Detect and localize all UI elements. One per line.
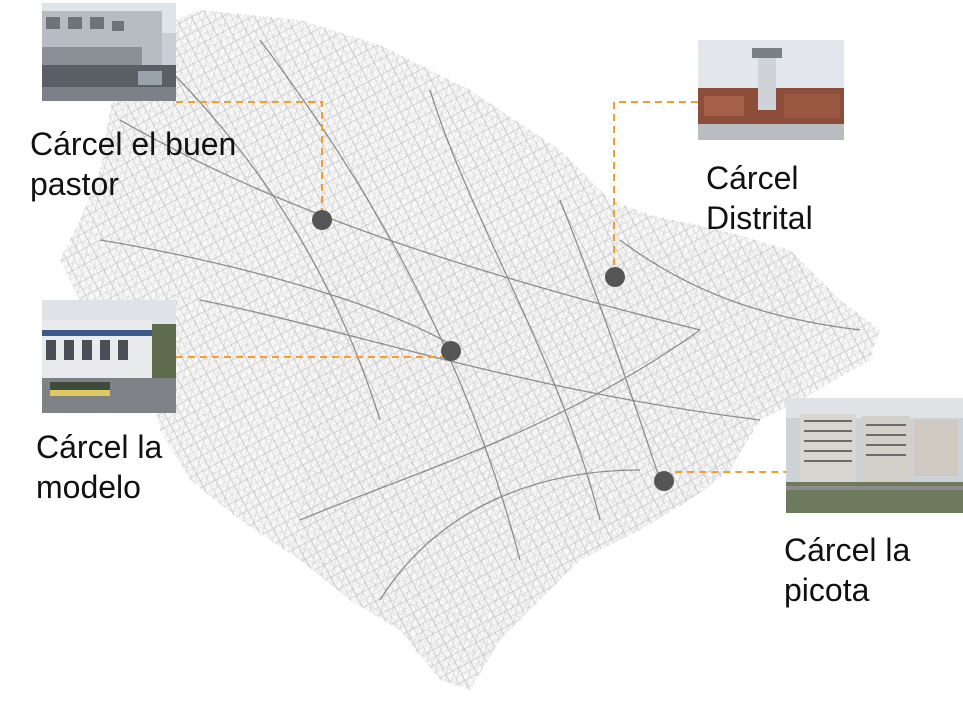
label-picota-line-1: Cárcel la — [784, 532, 911, 568]
marker-picota[interactable] — [654, 471, 674, 491]
label-buen-pastor: Cárcel el buen pastor — [30, 124, 236, 204]
main-road-4 — [429, 89, 601, 521]
prison-markers — [312, 210, 674, 491]
label-picota-line-2: picota — [784, 572, 870, 608]
label-buen-pastor-line-2: pastor — [30, 166, 119, 202]
marker-modelo[interactable] — [441, 341, 461, 361]
marker-distrital[interactable] — [605, 267, 625, 287]
main-road-1 — [119, 119, 701, 331]
label-distrital-line-1: Cárcel — [706, 160, 799, 196]
label-distrital: Cárcel Distrital — [706, 158, 813, 238]
label-picota: Cárcel la picota — [784, 530, 910, 610]
main-road-10 — [619, 239, 861, 331]
photo-buen-pastor — [42, 3, 176, 101]
main-road-3 — [259, 39, 521, 561]
leader-line-distrital — [613, 101, 698, 276]
label-modelo-line-2: modelo — [36, 469, 141, 505]
main-road-9 — [379, 469, 641, 601]
photo-picota — [786, 398, 963, 513]
photo-distrital — [698, 40, 844, 140]
marker-buen-pastor[interactable] — [312, 210, 332, 230]
label-modelo: Cárcel la modelo — [36, 427, 162, 507]
label-modelo-line-1: Cárcel la — [36, 429, 163, 465]
main-road-5 — [199, 299, 761, 421]
leader-line-buen-pastor — [176, 101, 323, 220]
main-road-8 — [99, 239, 461, 351]
main-road-7 — [559, 199, 661, 481]
label-buen-pastor-line-1: Cárcel el buen — [30, 126, 237, 162]
photo-modelo — [42, 300, 176, 413]
main-road-6 — [299, 329, 701, 521]
label-distrital-line-2: Distrital — [706, 200, 813, 236]
